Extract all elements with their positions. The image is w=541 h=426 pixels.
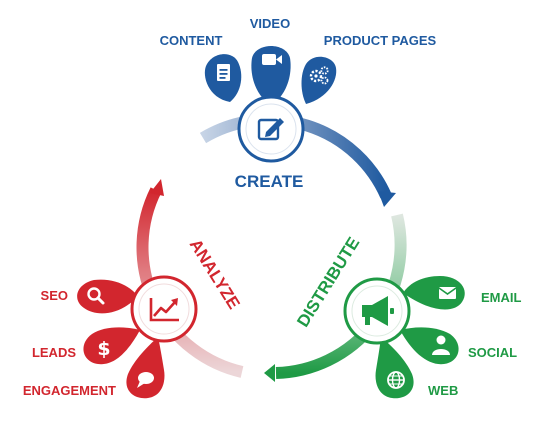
analyze-petal-leads[interactable]: $: [83, 327, 140, 365]
distribute-petal-web[interactable]: [375, 337, 414, 399]
speech-bubble-icon: [137, 372, 154, 388]
analyze-item-label-seo: SEO: [41, 288, 68, 303]
analyze-cluster: $ SEO LEADS ENGAGEMENT ANALYZE: [23, 236, 244, 399]
dollar-icon: $: [97, 338, 110, 360]
document-icon: [217, 64, 230, 81]
distribute-petal-email[interactable]: [403, 276, 465, 310]
ring-segment-create: [199, 113, 392, 199]
distribute-item-label-social: SOCIAL: [468, 345, 517, 360]
analyze-item-label-engagement: ENGAGEMENT: [23, 383, 116, 398]
create-cluster: CONTENT VIDEO PRODUCT PAGES CREATE: [160, 16, 437, 191]
create-item-label-content: CONTENT: [160, 33, 223, 48]
person-icon: [432, 335, 450, 355]
video-camera-icon: [262, 54, 282, 65]
create-hub[interactable]: [237, 95, 305, 163]
pencil-edit-icon: [257, 118, 284, 141]
distribute-hub[interactable]: [343, 277, 411, 345]
create-petal-content[interactable]: [204, 54, 242, 102]
gears-icon: [309, 66, 329, 85]
trend-chart-icon: [149, 298, 179, 322]
analyze-petal-seo[interactable]: [77, 279, 138, 314]
distribute-item-label-email: EMAIL: [481, 290, 522, 305]
analyze-petal-engagement[interactable]: [126, 337, 165, 399]
distribute-petal-social[interactable]: [400, 327, 459, 365]
ring-arrow-analyze: [150, 179, 164, 196]
megaphone-icon: [362, 296, 394, 326]
globe-icon: [387, 371, 405, 389]
envelope-icon: [438, 287, 457, 299]
create-petal-video[interactable]: [251, 46, 291, 106]
create-petal-product-pages[interactable]: [301, 56, 337, 104]
distribute-cluster: EMAIL SOCIAL WEB DISTRIBUTE: [293, 234, 522, 399]
create-item-label-video: VIDEO: [250, 16, 290, 31]
analyze-item-label-leads: LEADS: [32, 345, 76, 360]
ring-arrow-distribute: [264, 364, 275, 382]
analyze-hub[interactable]: [130, 275, 198, 343]
distribute-item-label-web: WEB: [428, 383, 458, 398]
create-title: CREATE: [235, 172, 304, 191]
create-item-label-product-pages: PRODUCT PAGES: [324, 33, 437, 48]
magnifier-icon: [87, 287, 105, 305]
ring-arrow-create: [378, 191, 396, 207]
